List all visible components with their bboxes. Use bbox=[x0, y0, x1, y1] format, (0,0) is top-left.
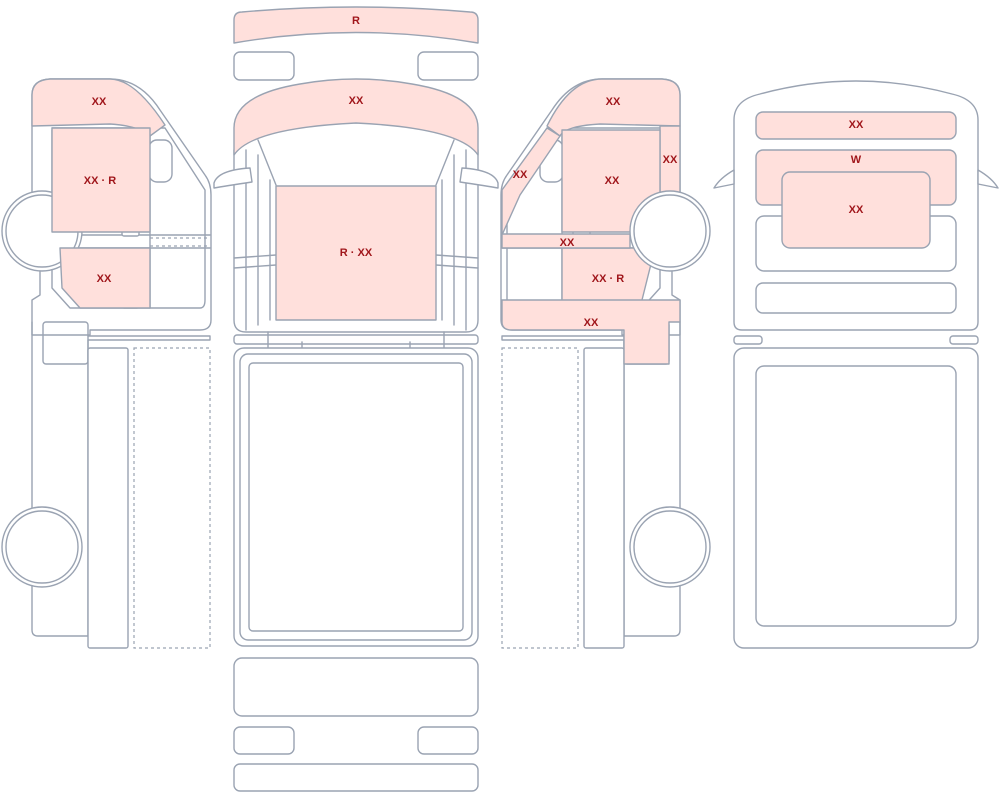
damage-left-lower bbox=[59, 247, 151, 309]
label-front-hood: XX bbox=[349, 95, 364, 107]
damage-roof-front bbox=[233, 6, 479, 44]
label-right-side-mid: XX bbox=[560, 237, 575, 249]
label-right-sill: XX bbox=[584, 317, 599, 329]
right-front-wheel bbox=[629, 190, 711, 272]
label-rear-top: XX bbox=[849, 119, 864, 131]
damage-windshield bbox=[275, 185, 437, 321]
damage-rear-top bbox=[755, 111, 957, 140]
damage-left-front-door bbox=[51, 127, 151, 233]
label-windshield: R · XX bbox=[340, 247, 373, 259]
wheels-overlay bbox=[629, 190, 711, 272]
label-right-door-mid: XX bbox=[605, 175, 620, 187]
damage-regions bbox=[31, 6, 957, 365]
damage-rear-door bbox=[781, 171, 931, 249]
label-rear-window: W bbox=[851, 154, 862, 166]
label-roof-front: R bbox=[352, 15, 360, 27]
label-right-upper: XX bbox=[606, 96, 621, 108]
label-right-door-lower: XX · R bbox=[592, 273, 624, 285]
label-right-pillar: XX bbox=[663, 154, 678, 166]
label-right-fender: XX bbox=[513, 169, 528, 181]
label-left-front-door: XX · R bbox=[84, 175, 116, 187]
label-left-upper: XX bbox=[92, 96, 107, 108]
damage-right-upper bbox=[546, 78, 681, 137]
label-rear-door: XX bbox=[849, 204, 864, 216]
damage-right-sill bbox=[501, 299, 681, 365]
label-left-lower: XX bbox=[97, 273, 112, 285]
damage-left-upper bbox=[31, 78, 166, 137]
damage-right-fender bbox=[501, 127, 561, 236]
damage-right-side-mid bbox=[501, 233, 631, 249]
damage-labels: R XX XX · R XX XX R · XX XX XX XX XX XX … bbox=[84, 15, 864, 329]
front-view bbox=[213, 51, 499, 792]
damage-front-hood bbox=[233, 78, 479, 156]
